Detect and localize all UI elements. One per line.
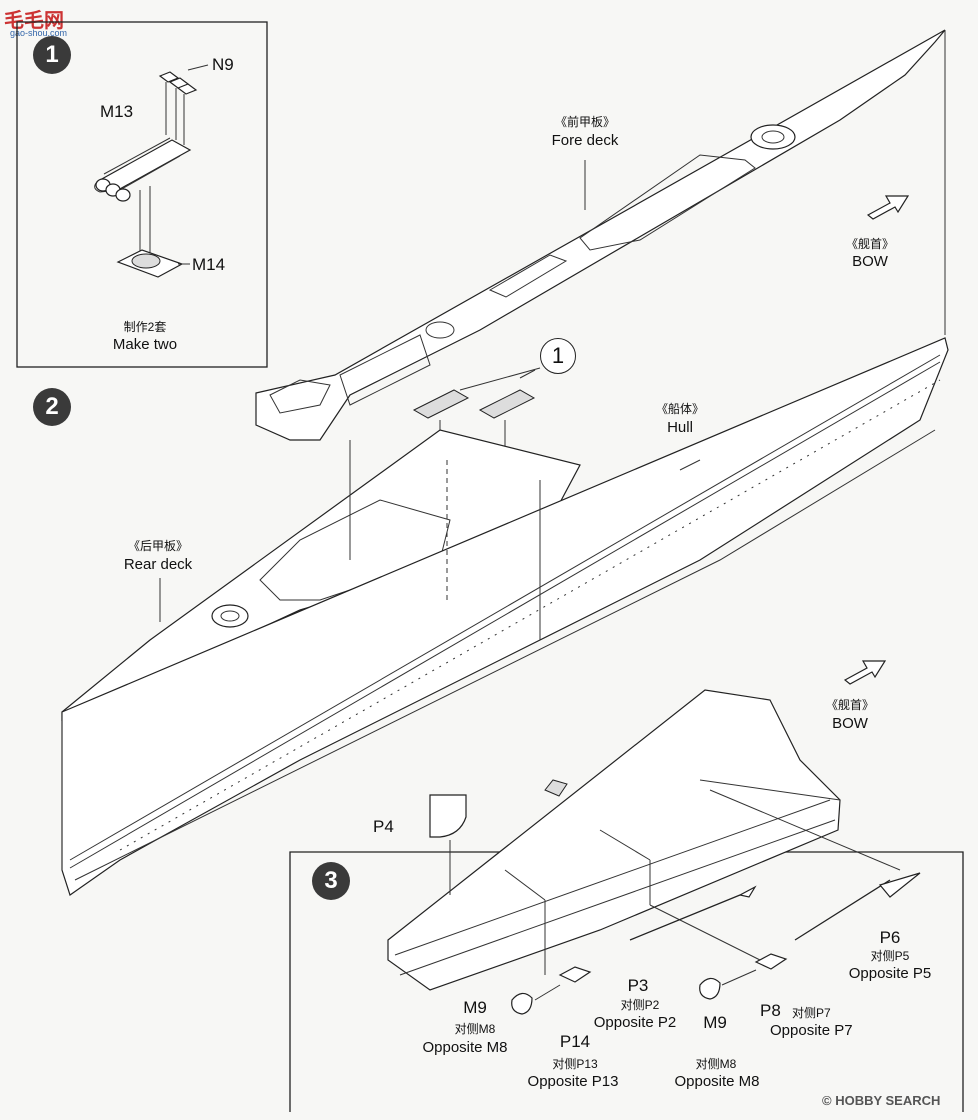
label-p6-en: Opposite P5 <box>848 965 932 982</box>
label-p14-en: Opposite P13 <box>527 1073 619 1090</box>
label-m9-right-en: Opposite M8 <box>674 1073 760 1090</box>
fore-deck-en: Fore deck <box>551 132 619 149</box>
rudder-p4 <box>429 794 467 838</box>
label-m9-left-en: Opposite M8 <box>422 1039 508 1056</box>
label-m9-right-cn: 对侧M8 <box>695 1057 737 1071</box>
label-p3-cn: 对侧P2 <box>620 998 660 1012</box>
bow-cn-upper: 《舰首》 <box>845 237 894 251</box>
label-m9-left-cn: 对侧M8 <box>454 1022 496 1036</box>
label-p6: P6 <box>879 928 901 947</box>
label-m9-right: M9 <box>703 1013 727 1032</box>
bow-arrow-icon <box>843 660 887 685</box>
label-p8-en: Opposite P7 <box>770 1022 853 1039</box>
label-m9-left: M9 <box>463 998 487 1017</box>
label-m13: M13 <box>100 102 134 121</box>
step-2-badge: 2 <box>33 388 71 426</box>
bow-en-lower: BOW <box>832 715 868 732</box>
label-p4: P4 <box>373 817 394 836</box>
hobby-search-credit: © HOBBY SEARCH <box>822 1093 941 1108</box>
watermark-url: gao-shou.com <box>10 28 68 38</box>
make-two-en: Make two <box>112 336 178 353</box>
hull-en: Hull <box>667 419 693 436</box>
hull-part <box>61 30 949 896</box>
rear-deck-cn: 《后甲板》 <box>127 539 188 553</box>
bow-arrow-icon <box>866 195 910 220</box>
step1-frame <box>16 21 268 368</box>
torpedo-tube-assembly <box>94 64 209 278</box>
step-1-badge: 1 <box>33 36 71 74</box>
label-p3-en: Opposite P2 <box>593 1014 677 1031</box>
label-p14: P14 <box>559 1032 591 1051</box>
fore-deck-part <box>255 29 946 441</box>
label-p8: P8 <box>760 1001 781 1020</box>
propeller-icon <box>511 992 533 1015</box>
label-p6-cn: 对侧P5 <box>870 949 910 963</box>
label-p8-cn: 对侧P7 <box>792 1006 831 1020</box>
bow-en-upper: BOW <box>852 253 888 270</box>
label-m14: M14 <box>192 255 226 274</box>
label-n9: N9 <box>212 55 234 74</box>
watermark-logo: 毛毛网 <box>4 10 64 32</box>
shafts-and-rudder <box>429 789 921 1015</box>
fore-deck-cn: 《前甲板》 <box>554 115 615 129</box>
stern-hull-part <box>387 689 841 991</box>
step-3-badge: 3 <box>312 862 350 900</box>
make-two-cn: 制作2套 <box>123 320 167 334</box>
hull-cn: 《船体》 <box>655 402 704 416</box>
propeller-icon <box>699 977 721 1000</box>
callout-step1-ref: 1 <box>540 338 576 374</box>
label-p14-cn: 对侧P13 <box>552 1057 598 1071</box>
rear-deck-en: Rear deck <box>123 556 193 573</box>
bow-cn-lower: 《舰首》 <box>825 698 874 712</box>
label-p3: P3 <box>627 976 649 995</box>
